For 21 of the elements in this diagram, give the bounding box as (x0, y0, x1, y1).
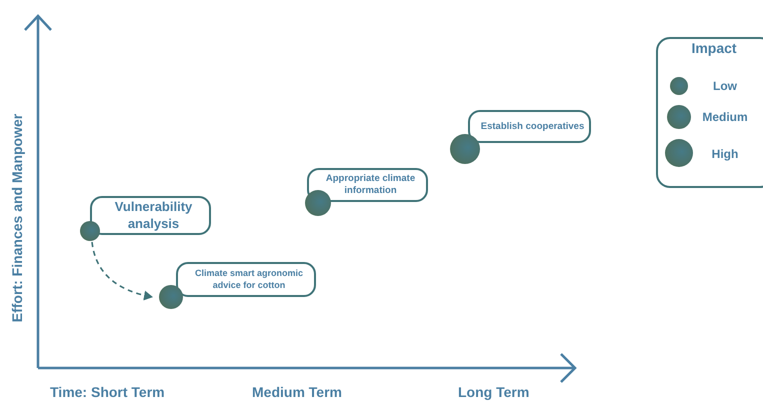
arrow (91, 242, 153, 300)
impact-bubble (80, 221, 100, 241)
impact-bubble (159, 285, 183, 309)
impact-bubble (450, 134, 480, 164)
label-box (307, 168, 428, 202)
axis-title: Effort: Finances and Manpower (9, 114, 25, 322)
box-label: Climate smart agronomic advice for cotton (194, 268, 304, 291)
legend-label: High (710, 147, 740, 161)
impact-bubble (305, 190, 331, 216)
axis-label: Long Term (458, 384, 530, 400)
box-label: Establish cooperatives (480, 120, 586, 132)
box-label: Appropriate climate information (324, 173, 416, 197)
box-label: Vulnerability analysis (114, 199, 194, 232)
label-box (468, 110, 591, 143)
legend-label: Low (712, 79, 738, 93)
legend-title: Impact (690, 40, 738, 56)
label-box (176, 262, 316, 297)
legend-label: Medium (702, 110, 748, 124)
axis-label: Time: Short Term (50, 384, 165, 400)
label-box (90, 196, 211, 235)
axis-label: Medium Term (252, 384, 342, 400)
